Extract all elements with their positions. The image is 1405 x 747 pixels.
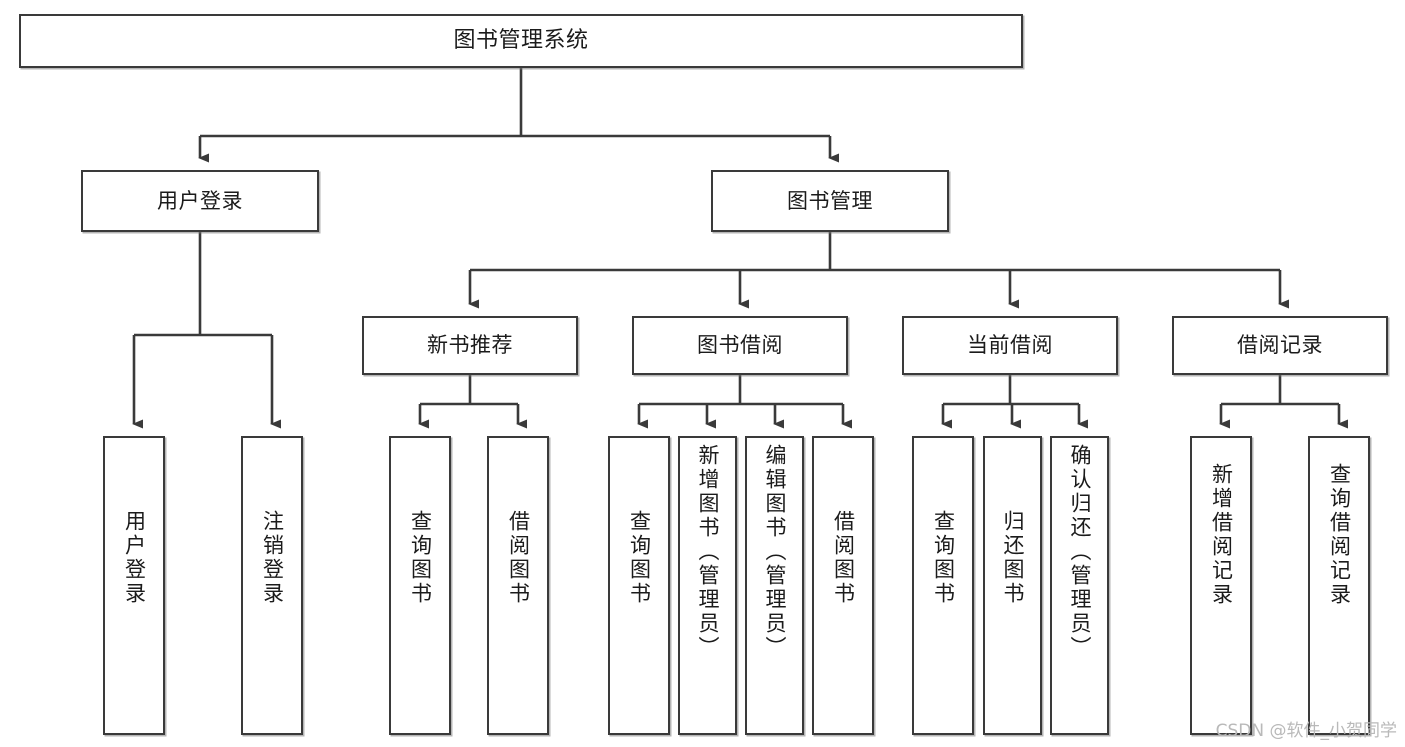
node-current-borrow-label: 当前借阅 (967, 333, 1053, 358)
node-book-manage-label: 图书管理 (787, 188, 873, 213)
node-leaf-user-login[interactable]: 用户登录 (103, 436, 165, 735)
node-new-book-recommend-label: 新书推荐 (427, 333, 513, 358)
node-new-book-recommend[interactable]: 新书推荐 (362, 316, 578, 375)
node-leaf-query-book-1-label: 查询图书 (408, 510, 433, 606)
node-leaf-borrow-book-1[interactable]: 借阅图书 (487, 436, 549, 735)
node-leaf-query-record-label: 查询借阅记录 (1327, 463, 1352, 607)
node-book-manage[interactable]: 图书管理 (711, 170, 949, 232)
node-leaf-borrow-book-1-label: 借阅图书 (506, 510, 531, 606)
node-borrow-record[interactable]: 借阅记录 (1172, 316, 1388, 375)
node-book-borrow[interactable]: 图书借阅 (632, 316, 848, 375)
node-current-borrow[interactable]: 当前借阅 (902, 316, 1118, 375)
node-leaf-user-logout[interactable]: 注销登录 (241, 436, 303, 735)
node-leaf-query-record[interactable]: 查询借阅记录 (1308, 436, 1370, 735)
node-leaf-edit-book[interactable]: 编辑图书（管理员） (745, 436, 804, 735)
node-leaf-confirm-return-label: 确认归还（管理员） (1068, 444, 1092, 660)
node-user-login[interactable]: 用户登录 (81, 170, 319, 232)
node-leaf-borrow-book-2-label: 借阅图书 (831, 510, 856, 606)
node-leaf-add-book[interactable]: 新增图书（管理员） (678, 436, 737, 735)
node-book-borrow-label: 图书借阅 (697, 333, 783, 358)
node-leaf-confirm-return[interactable]: 确认归还（管理员） (1050, 436, 1109, 735)
csdn-watermark: CSDN @软件_小贺同学 (1215, 721, 1397, 741)
node-borrow-record-label: 借阅记录 (1237, 333, 1323, 358)
node-leaf-user-login-label: 用户登录 (122, 510, 147, 606)
node-leaf-edit-book-label: 编辑图书（管理员） (763, 444, 787, 660)
node-leaf-return-book[interactable]: 归还图书 (983, 436, 1042, 735)
node-leaf-borrow-book-2[interactable]: 借阅图书 (812, 436, 874, 735)
node-root-label: 图书管理系统 (453, 28, 589, 54)
node-leaf-query-book-2-label: 查询图书 (627, 510, 652, 606)
node-root[interactable]: 图书管理系统 (19, 14, 1023, 68)
node-leaf-query-book-3[interactable]: 查询图书 (912, 436, 974, 735)
node-leaf-add-record-label: 新增借阅记录 (1209, 463, 1234, 607)
node-leaf-add-book-label: 新增图书（管理员） (696, 444, 720, 660)
node-leaf-return-book-label: 归还图书 (1001, 510, 1025, 606)
node-leaf-user-logout-label: 注销登录 (260, 510, 285, 606)
node-leaf-query-book-2[interactable]: 查询图书 (608, 436, 670, 735)
node-leaf-query-book-3-label: 查询图书 (931, 510, 956, 606)
node-user-login-label: 用户登录 (157, 188, 243, 213)
node-leaf-query-book-1[interactable]: 查询图书 (389, 436, 451, 735)
node-leaf-add-record[interactable]: 新增借阅记录 (1190, 436, 1252, 735)
